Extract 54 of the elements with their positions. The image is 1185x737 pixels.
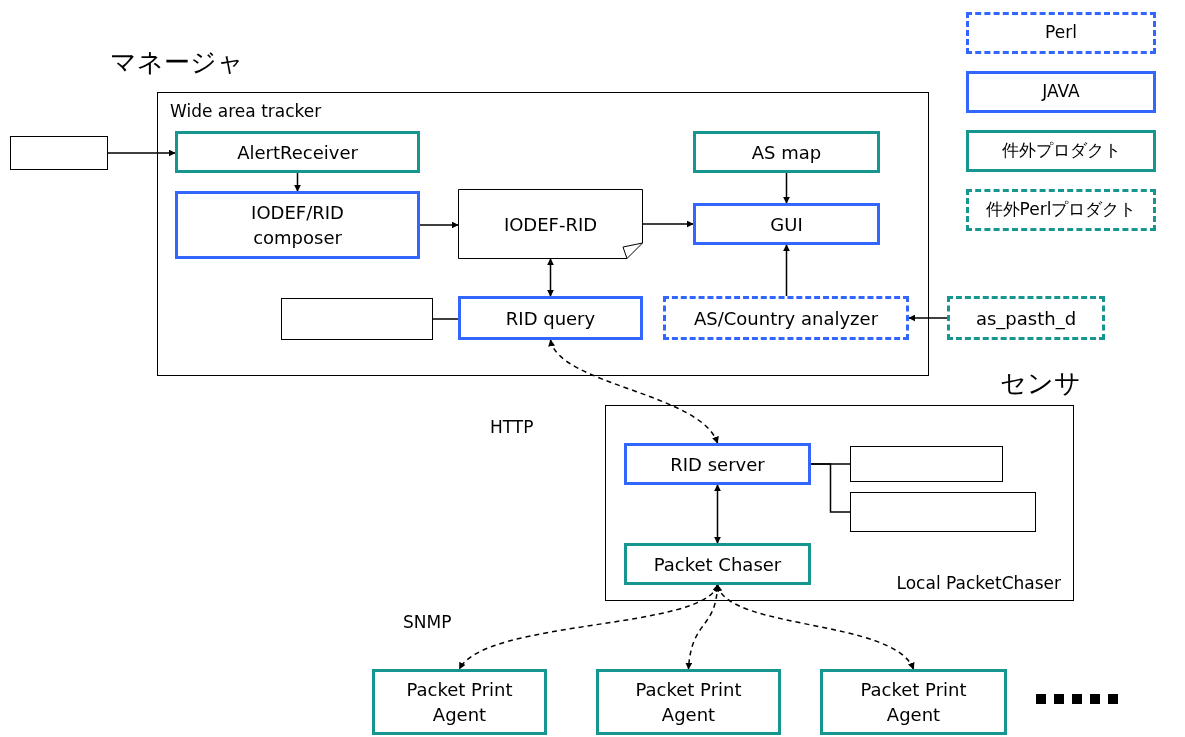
- component-box: [624, 543, 811, 585]
- section-heading: マネージャ: [110, 46, 244, 79]
- legend-label: 件外プロダクト: [1001, 139, 1121, 163]
- legend-label: Perl: [1045, 21, 1077, 45]
- node-label: Packet Print Agent: [634, 678, 743, 727]
- node-label: Packet Print Agent: [405, 678, 514, 727]
- component-box: [693, 131, 880, 173]
- component-box: [596, 669, 781, 735]
- component-box: [624, 443, 811, 485]
- node-label: RID query: [504, 306, 597, 331]
- component-box: [175, 191, 420, 259]
- component-box: [693, 203, 880, 245]
- connector: [432, 318, 459, 320]
- connector: [107, 149, 176, 157]
- node-label: Packet Chaser: [652, 552, 783, 577]
- component-box: [850, 446, 1003, 482]
- dashed-connector: [549, 339, 719, 444]
- node-label: IODEF/RID composer: [250, 201, 345, 250]
- connector: [908, 314, 948, 322]
- boundary-label: Local PacketChaser: [896, 571, 1061, 595]
- connector: [419, 221, 459, 229]
- protocol-label: SNMP: [403, 611, 452, 634]
- dashed-connector: [458, 584, 719, 670]
- connector: [714, 484, 721, 544]
- connector: [810, 463, 851, 513]
- boundary-label: Wide area tracker: [170, 100, 322, 123]
- node-label: RID server: [669, 452, 766, 477]
- component-box: [458, 296, 643, 340]
- node-label: GUI: [769, 212, 804, 237]
- component-box: [820, 669, 1007, 735]
- node-label: as_pasth_d: [974, 306, 1078, 331]
- section-heading: センサ: [1000, 367, 1081, 400]
- connector: [547, 258, 554, 297]
- dashed-connector: [716, 584, 915, 670]
- component-box: [10, 136, 108, 170]
- component-box: [372, 669, 547, 735]
- component-box: [947, 296, 1105, 340]
- node-label: IODEF-RID: [503, 212, 598, 237]
- component-box: [850, 492, 1036, 532]
- document-shape: [458, 189, 643, 259]
- component-box: [175, 131, 420, 173]
- legend-label: 件外Perlプロダクト: [985, 198, 1137, 222]
- node-label: AS/Country analyzer: [692, 306, 880, 331]
- connector: [783, 172, 790, 204]
- connector: [783, 244, 790, 297]
- connector: [294, 172, 301, 192]
- connector: [642, 220, 694, 228]
- component-box: [281, 298, 433, 340]
- node-label: AS map: [750, 140, 823, 165]
- protocol-label: HTTP: [490, 416, 534, 439]
- legend-label: JAVA: [1042, 80, 1080, 104]
- node-label: Packet Print Agent: [859, 678, 968, 727]
- node-label: AlertReceiver: [236, 140, 359, 165]
- component-box: [663, 296, 909, 340]
